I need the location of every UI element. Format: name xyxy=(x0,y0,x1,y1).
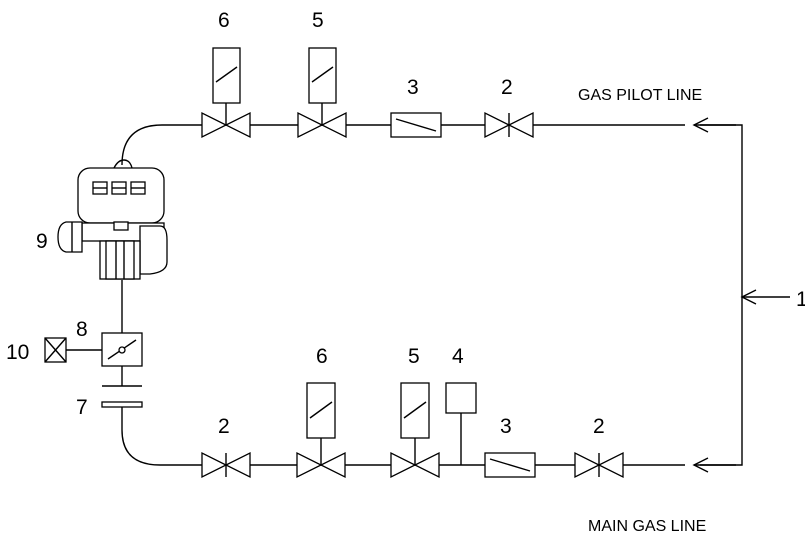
callout-9: 9 xyxy=(36,230,48,253)
main-pressure-switch-4[interactable] xyxy=(445,382,477,465)
pilot-filter-3 xyxy=(390,112,442,138)
actuator-10[interactable] xyxy=(44,337,102,363)
burner-9 xyxy=(57,159,168,280)
callout-pilot-2: 2 xyxy=(501,76,513,99)
callout-pilot-5: 5 xyxy=(312,9,324,32)
gas-pilot-line-label: GAS PILOT LINE xyxy=(578,87,702,104)
callout-main-4: 4 xyxy=(452,345,464,368)
inlet-flow-arrow xyxy=(740,289,757,305)
callout-10: 10 xyxy=(6,341,29,364)
main-gas-line-pipe xyxy=(121,405,685,466)
pilot-flow-arrow xyxy=(692,117,736,133)
callout-main-5: 5 xyxy=(408,345,420,368)
pilot-solenoid-valve-6[interactable] xyxy=(201,47,251,139)
pilot-solenoid-valve-5[interactable] xyxy=(297,47,347,139)
main-filter-3 xyxy=(484,452,536,478)
callout-7: 7 xyxy=(76,396,88,419)
callout-main-2-left: 2 xyxy=(218,415,230,438)
pilot-manual-valve-2[interactable] xyxy=(484,111,534,139)
callout-pilot-3: 3 xyxy=(407,76,419,99)
main-manual-valve-2-right[interactable] xyxy=(574,451,624,479)
callout-1: 1 xyxy=(796,288,805,311)
gas-pilot-line-pipe xyxy=(121,124,685,166)
callout-main-6: 6 xyxy=(316,345,328,368)
callout-8: 8 xyxy=(76,318,88,341)
main-solenoid-valve-6[interactable] xyxy=(296,382,346,479)
callout-main-3: 3 xyxy=(500,415,512,438)
flange-7 xyxy=(101,366,143,408)
main-gas-line-label: MAIN GAS LINE xyxy=(588,518,706,535)
main-manual-valve-2-left[interactable] xyxy=(201,451,251,479)
main-solenoid-valve-5[interactable] xyxy=(390,382,440,479)
callout-main-2-right: 2 xyxy=(593,415,605,438)
main-flow-arrow xyxy=(692,457,736,473)
callout-pilot-6: 6 xyxy=(218,9,230,32)
butterfly-valve-8[interactable] xyxy=(101,280,143,367)
